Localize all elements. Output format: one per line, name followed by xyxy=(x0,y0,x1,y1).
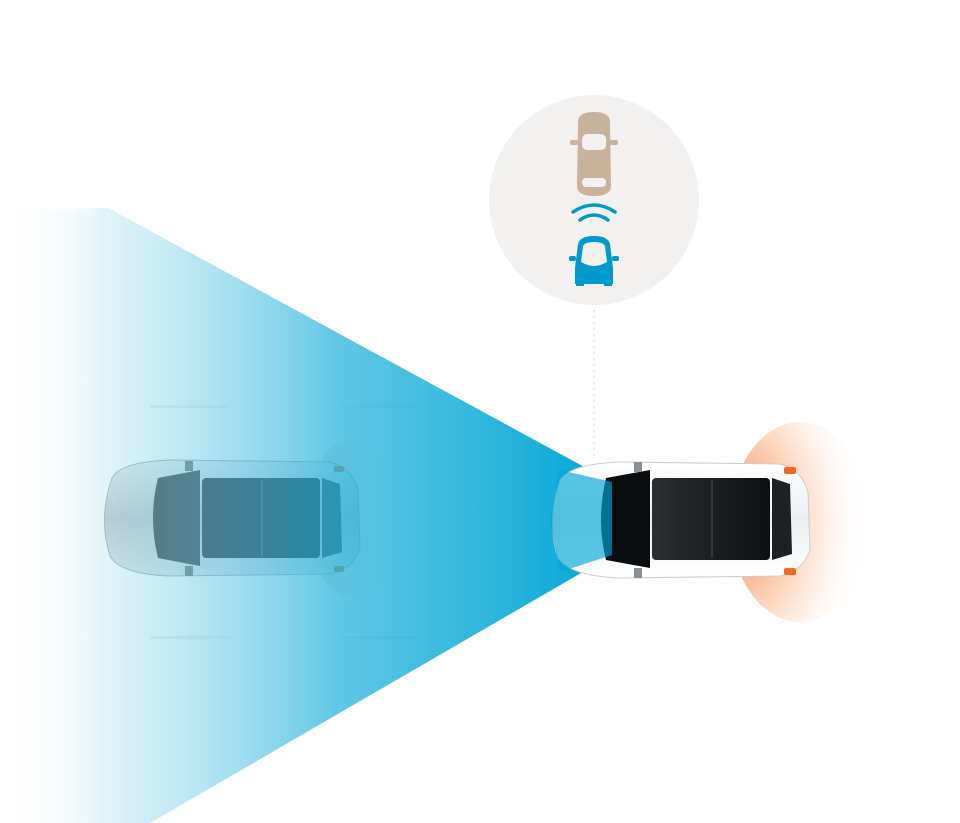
car-top-view-icon xyxy=(570,112,618,196)
forward-collision-warning-badge xyxy=(489,95,699,305)
sensor-beam xyxy=(0,208,612,823)
sensor-beam-tip xyxy=(550,470,612,572)
wireless-signal-icon xyxy=(571,203,617,222)
leading-car xyxy=(551,422,870,622)
car-front-view-icon xyxy=(569,236,619,286)
